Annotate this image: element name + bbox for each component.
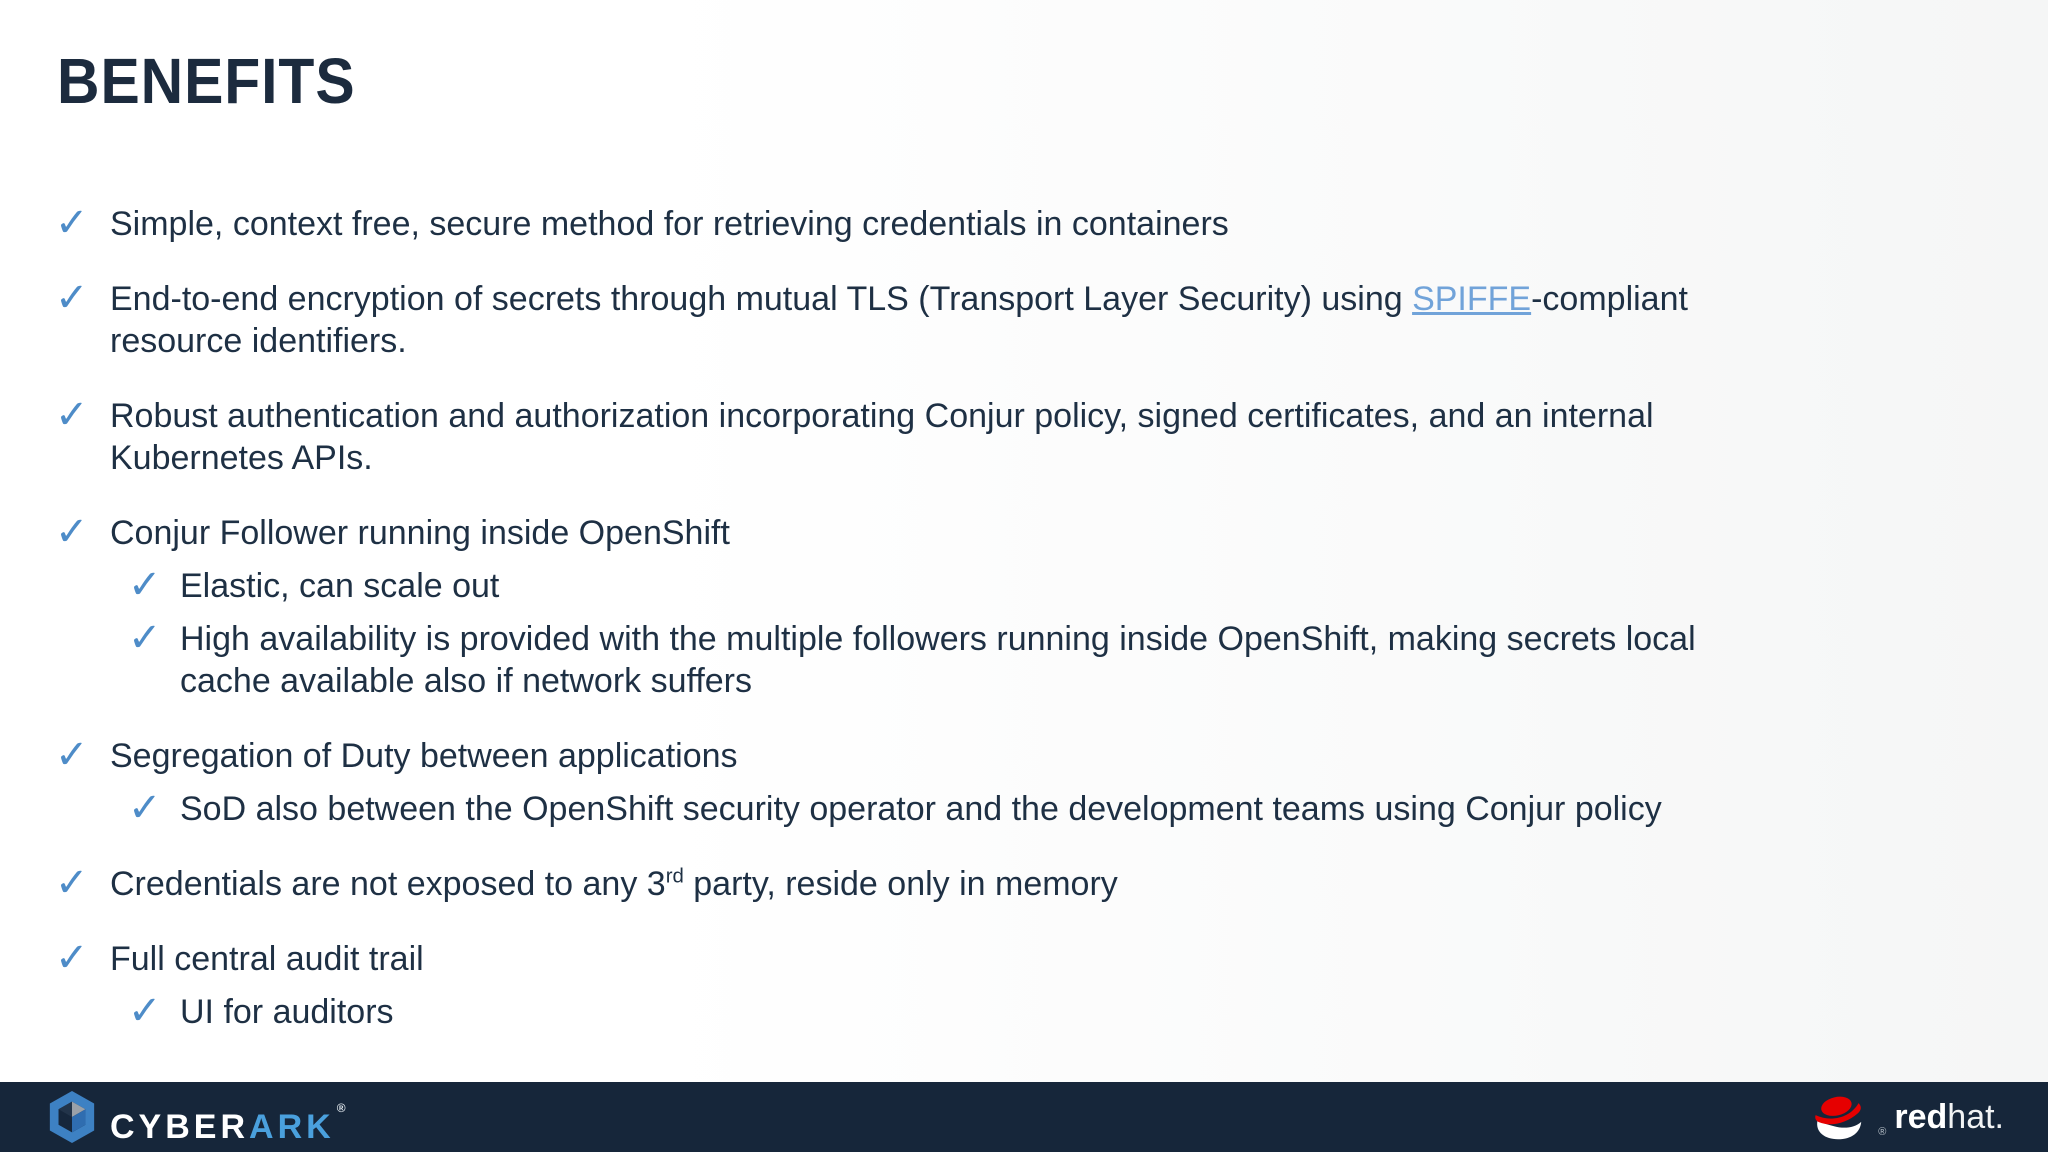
page-title: BENEFITS	[57, 45, 356, 117]
registered-mark-icon: ®	[336, 1100, 346, 1115]
check-icon: ✓	[128, 563, 162, 607]
subbullet-elastic: ✓ Elastic, can scale out	[0, 563, 2048, 607]
bullet-segregation: ✓ Segregation of Duty between applicatio…	[0, 733, 2048, 777]
bullet-simple-method: ✓ Simple, context free, secure method fo…	[0, 201, 2048, 245]
bullet-text: Elastic, can scale out	[180, 567, 500, 605]
redhat-wordmark: redhat.	[1894, 1082, 2004, 1152]
redhat-word-hat: hat	[1947, 1098, 1995, 1136]
redhat-word-red: red	[1894, 1098, 1948, 1136]
bullet-text-segment: party, reside only in memory	[683, 865, 1118, 903]
cyberark-icon	[49, 1091, 95, 1143]
bullet-text: Credentials are not exposed to any 3rd p…	[110, 863, 2048, 905]
bullet-text: High availability is provided with the m…	[180, 620, 1696, 658]
bullet-text: End-to-end encryption of secrets through…	[110, 278, 2048, 320]
cyberark-logo: CYBERARK®	[48, 1073, 346, 1152]
bullet-text-segment: End-to-end encryption of secrets through…	[110, 280, 1413, 318]
redhat-period: .	[1994, 1098, 2004, 1136]
bullet-text: Full central audit trail	[110, 940, 424, 978]
spiffe-link[interactable]: SPIFFE	[1412, 280, 1532, 318]
footer-bar: CYBERARK® ® redhat.	[0, 1082, 2048, 1152]
bullet-credentials: ✓ Credentials are not exposed to any 3rd…	[0, 861, 2048, 905]
subbullet-high-availability: ✓ High availability is provided with the…	[0, 616, 2048, 702]
redhat-logo: ® redhat.	[1806, 1082, 2004, 1152]
bullet-text: Simple, context free, secure method for …	[110, 205, 1229, 243]
check-icon: ✓	[128, 989, 162, 1033]
bullet-text: Segregation of Duty between applications	[110, 737, 738, 775]
check-icon: ✓	[128, 786, 162, 830]
ordinal-superscript: rd	[665, 865, 684, 888]
bullet-text-segment: Credentials are not exposed to any 3	[110, 865, 666, 903]
bullet-list: ✓ Simple, context free, secure method fo…	[0, 201, 2048, 1033]
bullet-text: Conjur Follower running inside OpenShift	[110, 514, 730, 552]
redhat-fedora-icon	[1815, 1096, 1862, 1140]
check-icon: ✓	[55, 276, 89, 320]
bullet-encryption: ✓ End-to-end encryption of secrets throu…	[0, 276, 2048, 362]
cyberark-word-cyber: CYBER	[110, 1107, 250, 1146]
check-icon: ✓	[55, 861, 89, 905]
bullet-text: SoD also between the OpenShift security …	[180, 790, 1662, 828]
check-icon: ✓	[55, 201, 89, 245]
bullet-conjur-follower: ✓ Conjur Follower running inside OpenShi…	[0, 510, 2048, 554]
bullet-authentication: ✓ Robust authentication and authorizatio…	[0, 393, 2048, 479]
check-icon: ✓	[55, 936, 89, 980]
bullet-text-segment: -compliant	[1531, 280, 1688, 318]
bullet-text: Robust authentication and authorization …	[110, 397, 1654, 435]
check-icon: ✓	[128, 616, 162, 660]
registered-mark-icon: ®	[1878, 1126, 1887, 1138]
cyberark-wordmark: CYBERARK®	[110, 1073, 346, 1152]
check-icon: ✓	[55, 393, 89, 437]
bullet-text: Kubernetes APIs.	[110, 439, 373, 477]
bullet-text: cache available also if network suffers	[180, 662, 753, 700]
cyberark-word-ark: ARK	[249, 1107, 335, 1146]
bullet-text: UI for auditors	[180, 993, 394, 1031]
bullet-text: resource identifiers.	[110, 322, 407, 360]
subbullet-ui-auditors: ✓ UI for auditors	[0, 989, 2048, 1033]
check-icon: ✓	[55, 733, 89, 777]
check-icon: ✓	[55, 510, 89, 554]
bullet-audit-trail: ✓ Full central audit trail	[0, 936, 2048, 980]
subbullet-sod: ✓ SoD also between the OpenShift securit…	[0, 786, 2048, 830]
